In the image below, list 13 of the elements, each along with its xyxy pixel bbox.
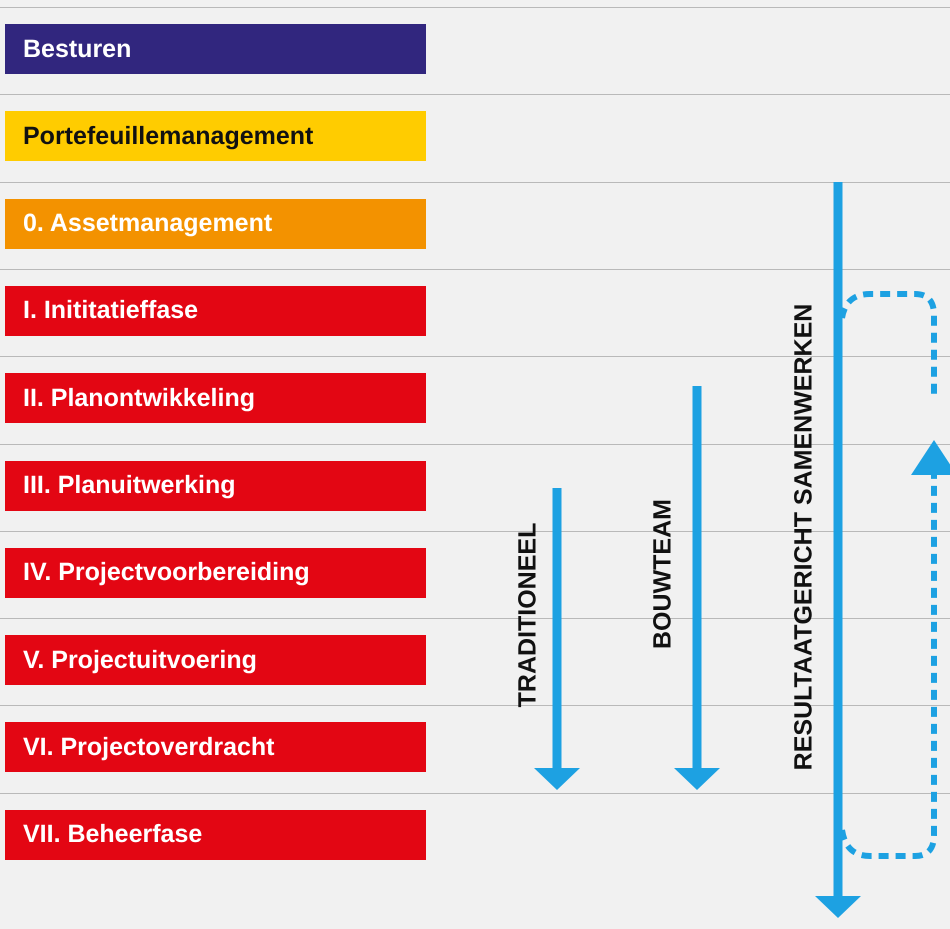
phase-bar: I. Inititatieffase — [5, 286, 426, 336]
phase-bar: Besturen — [5, 24, 426, 74]
arrow-label: TRADITIONEEL — [514, 522, 542, 708]
phase-bar: 0. Assetmanagement — [5, 198, 426, 249]
phase-bar: VI. Projectoverdracht — [5, 722, 426, 772]
phase-bar: VII. Beheerfase — [5, 810, 426, 860]
phase-bar: IV. Projectvoorbereiding — [5, 548, 426, 598]
arrow-label: RESULTAATGERICHT SAMENWERKEN — [790, 304, 818, 770]
arrow-label: BOUWTEAM — [648, 499, 678, 649]
phase-bar: III. Planuitwerking — [5, 460, 426, 510]
phase-bar: V. Projectuitvoering — [5, 635, 426, 686]
phase-bar: Portefeuillemanagement — [5, 111, 426, 162]
phase-bar: II. Planontwikkeling — [5, 373, 426, 424]
